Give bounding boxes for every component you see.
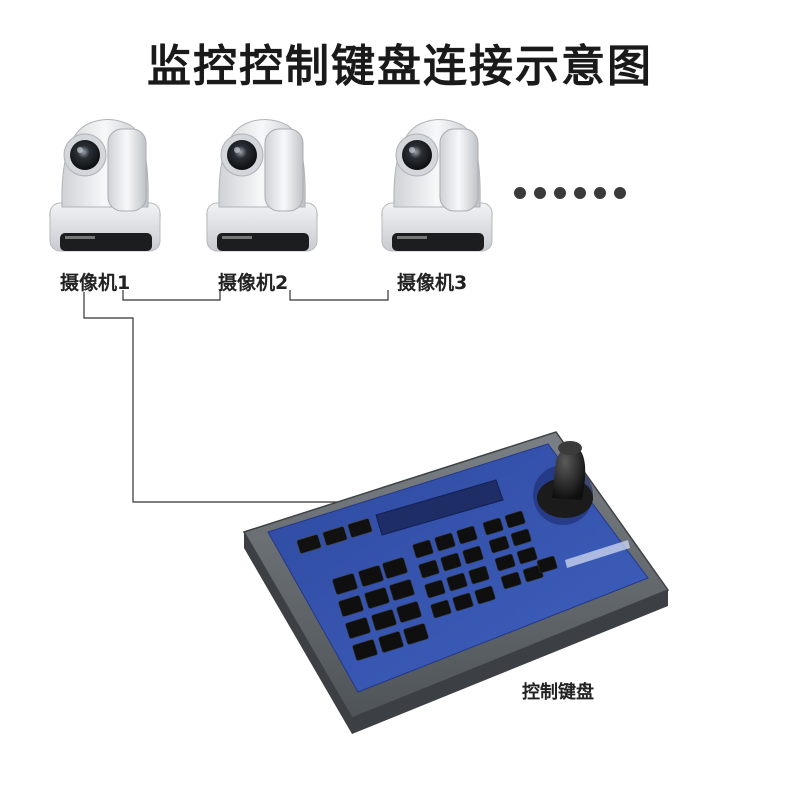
camera-2-image (206, 119, 318, 252)
more-cameras-dots (514, 187, 626, 199)
keyboard-label: 控制键盘 (522, 682, 594, 703)
link-camera2-camera3 (289, 290, 389, 301)
camera-1-label: 摄像机1 (60, 272, 131, 294)
camera-1-image (49, 119, 161, 252)
camera-3-label: 摄像机3 (397, 272, 468, 294)
control-keyboard-image (242, 431, 670, 734)
link-camera1-camera2 (122, 290, 221, 301)
camera-2-label: 摄像机2 (218, 272, 289, 294)
page-title: 监控控制键盘连接示意图 (147, 41, 653, 92)
link-camera1-keyboard (83, 292, 340, 503)
camera-3-image (381, 119, 493, 252)
connection-lines (83, 290, 389, 503)
